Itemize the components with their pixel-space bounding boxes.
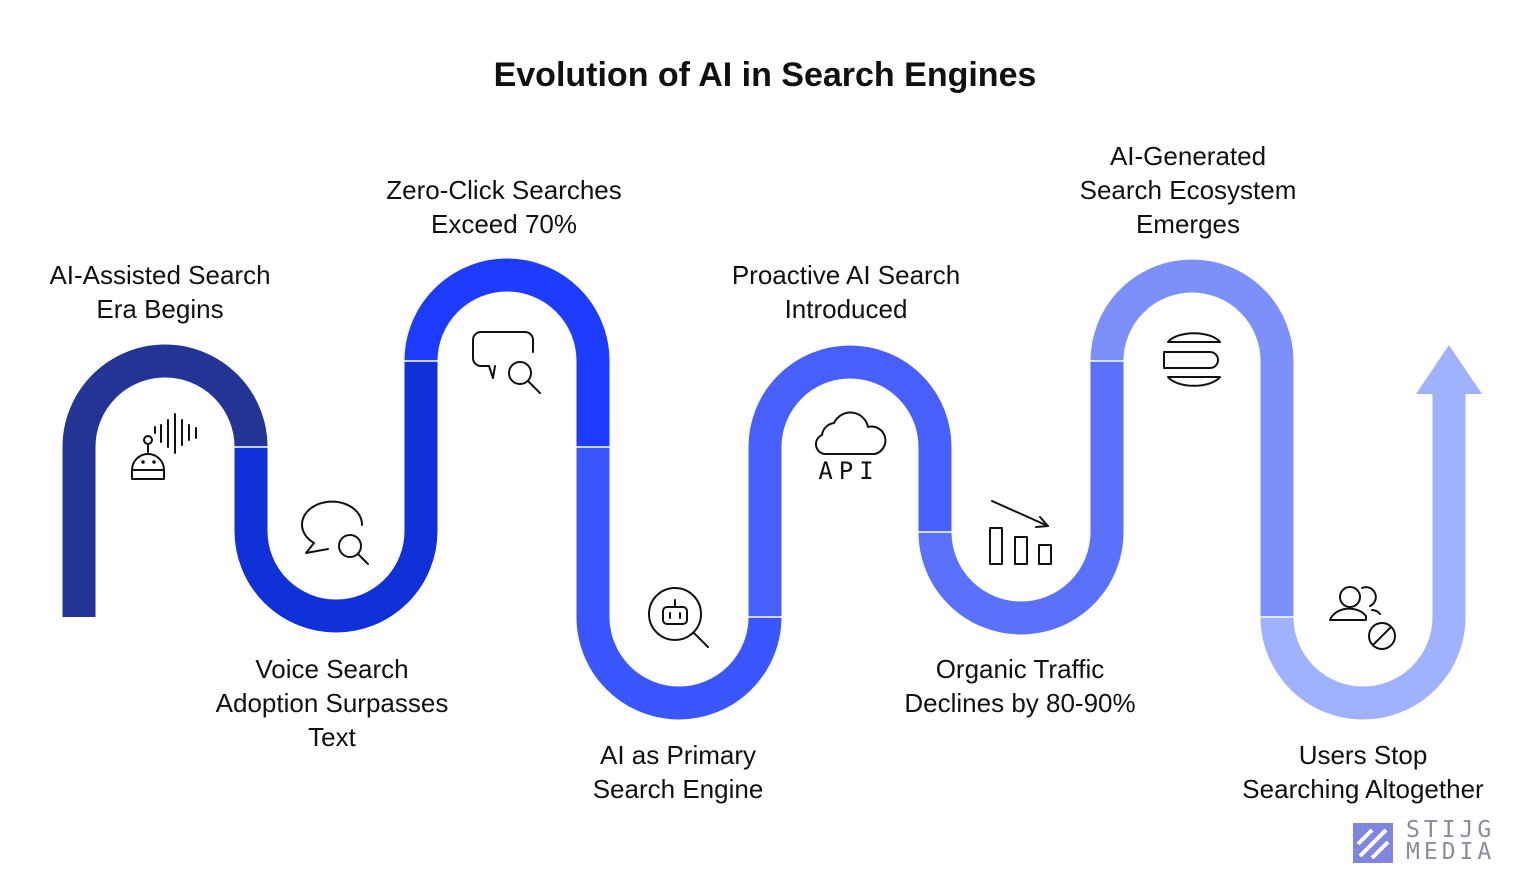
stijg-media-logo-icon [1353,823,1393,863]
segment-separators [234,360,1294,618]
segment-2 [234,361,438,633]
segment-6 [918,361,1124,635]
segment-3 [404,258,610,447]
segment-7 [1090,259,1294,617]
ecosystem-icon [1163,332,1221,387]
segment-5 [748,345,952,617]
declining-chart-icon [989,500,1052,565]
cloud-api-icon [814,411,887,455]
robot-search-icon [648,587,709,648]
arrow-head [1416,345,1482,394]
segment-1 [62,344,268,617]
diagram-title: Evolution of AI in Search Engines [493,56,1037,94]
users-blocked-icon [1329,586,1396,650]
api-icon-text: API [818,457,879,485]
chat-search-icon [472,331,541,394]
segment-8 [1260,392,1466,720]
chat-search-icon [301,500,369,565]
robot-voice-icon [131,413,197,480]
segment-4 [576,447,782,720]
